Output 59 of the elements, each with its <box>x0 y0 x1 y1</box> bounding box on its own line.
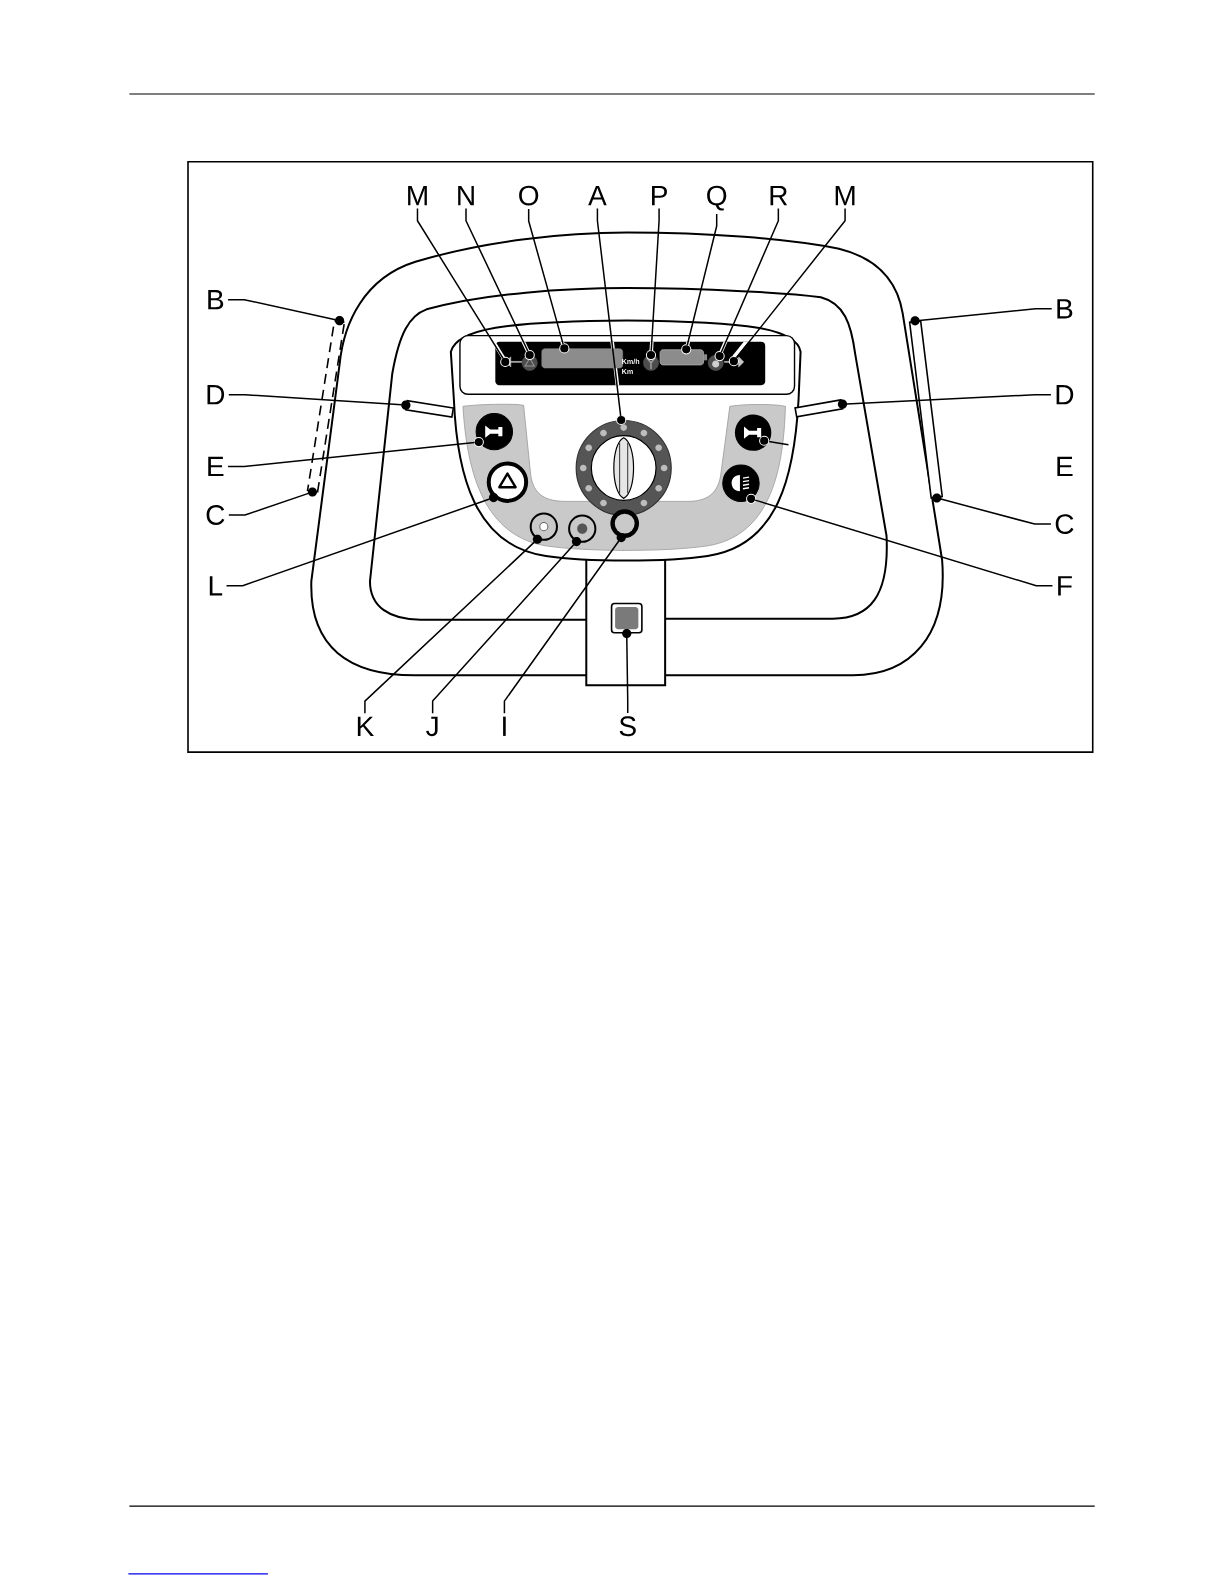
dial-knob <box>575 414 672 517</box>
leader-line <box>720 207 780 353</box>
callout-letter: B <box>1057 299 1073 319</box>
callout-letter: C <box>1055 514 1074 534</box>
leader-line <box>626 637 629 714</box>
round-button <box>568 514 597 547</box>
leader-line <box>940 498 1052 525</box>
callout-letter: C <box>206 505 225 525</box>
hazard-button <box>486 461 529 503</box>
callout-letter: K <box>357 716 374 736</box>
leader-line <box>735 207 846 359</box>
round-button <box>610 509 639 543</box>
square-button <box>610 602 643 639</box>
round-button <box>529 512 558 544</box>
leader-line <box>227 298 337 321</box>
callout-letter: F <box>1058 576 1072 596</box>
indicator-light <box>707 351 725 371</box>
light-button <box>722 464 760 504</box>
leader-line <box>228 492 310 516</box>
callout-letter: J <box>426 716 438 737</box>
callout-letter: N <box>458 185 474 206</box>
leader-line <box>227 441 476 468</box>
callout-letter: S <box>619 716 636 737</box>
leader-line <box>228 393 403 406</box>
indicator-light <box>643 349 659 371</box>
leader-line <box>754 499 1054 587</box>
callout-letter: P <box>651 185 667 206</box>
leader-line <box>845 393 1052 405</box>
display-window <box>541 343 623 369</box>
callout-letter: B <box>208 290 224 310</box>
callout-letter: L <box>209 576 223 596</box>
callout-letter: R <box>770 185 788 206</box>
callout-letter: D <box>207 385 224 405</box>
leader-line <box>225 498 491 587</box>
leader-line <box>596 207 622 417</box>
callout-letter: Q <box>707 185 727 211</box>
callout-letter: E <box>1057 456 1073 477</box>
gauge-window <box>659 344 707 366</box>
callout-letter: M <box>835 185 855 206</box>
callout-letter: I <box>503 716 506 736</box>
arrow-symbol <box>724 356 744 368</box>
callout-letter: A <box>588 185 607 206</box>
callout-letter: O <box>519 185 539 206</box>
lever-outline <box>306 316 346 497</box>
leader-line <box>416 207 504 360</box>
indicator-light <box>521 349 538 371</box>
callout-letter: E <box>208 456 224 477</box>
leader-line <box>503 540 620 714</box>
leader-line <box>527 208 564 346</box>
leader-line <box>364 541 536 714</box>
leader-line <box>650 207 660 352</box>
horn-button <box>473 412 513 451</box>
callout-letter: M <box>408 185 427 206</box>
leader-line <box>918 308 1053 322</box>
lever <box>401 399 455 418</box>
leader-line <box>686 213 718 347</box>
leader-line <box>431 543 575 714</box>
callout-letter: D <box>1056 385 1074 405</box>
leader-line <box>465 207 529 352</box>
